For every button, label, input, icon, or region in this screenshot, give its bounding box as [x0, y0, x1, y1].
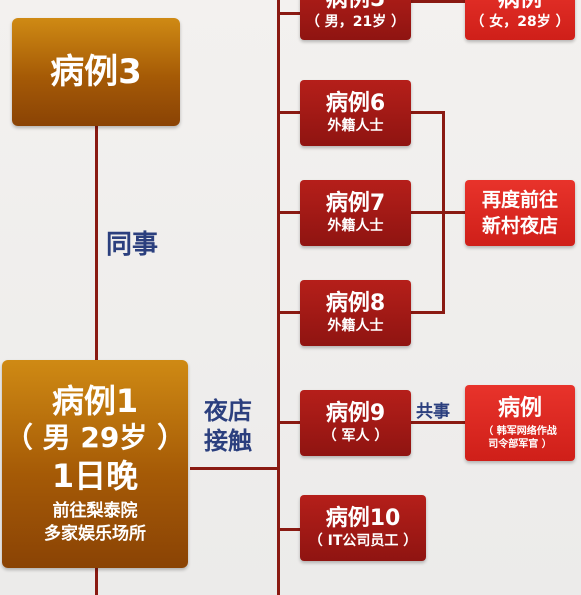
top-left-case-title: 病例5	[326, 0, 385, 13]
case8-info: 外籍人士	[327, 318, 384, 334]
revisit-line2: 新村夜店	[481, 215, 558, 237]
revisit-nightclub-box: 再度前往 新村夜店	[465, 180, 575, 246]
branch-case10	[277, 528, 301, 531]
top-left-case-info: （ 男，21岁 ）	[305, 14, 406, 30]
case7-revisit-connector	[410, 211, 466, 214]
case1-trunk-connector	[190, 467, 280, 470]
case10-box: 病例10 （ IT公司员工 ）	[300, 495, 426, 561]
case6-title: 病例6	[325, 91, 386, 116]
case10-title: 病例10	[325, 506, 401, 531]
top-right-case-box: 病例 （ 女，28岁 ）	[465, 0, 575, 40]
case8-bracket-horizontal	[410, 311, 445, 314]
case9-info: （ 军人 ）	[322, 428, 389, 444]
case1-box: 病例1 （ 男 29岁 ） 1日晚 前往梨泰院 多家娱乐场所	[2, 360, 188, 568]
case3-box: 病例3	[12, 18, 180, 126]
colleague-label: 同事	[106, 230, 159, 260]
case8-title: 病例8	[325, 291, 386, 316]
cowork-label: 共事	[416, 402, 450, 422]
case1-desc2: 多家娱乐场所	[44, 524, 146, 544]
case1-date: 1日晚	[51, 457, 139, 495]
case9-title: 病例9	[325, 401, 386, 426]
case6-info: 外籍人士	[327, 118, 384, 134]
officer-case-title: 病例	[497, 395, 542, 421]
case1-desc1: 前往梨泰院	[52, 501, 138, 521]
case7-box: 病例7 外籍人士	[300, 180, 411, 246]
case9-box: 病例9 （ 军人 ）	[300, 390, 411, 456]
revisit-line1: 再度前往	[481, 189, 558, 211]
case3-title: 病例3	[50, 52, 142, 92]
branch-case8	[277, 311, 301, 314]
officer-case-info2: 司令部军官 ）	[488, 438, 552, 450]
officer-case-info1: （ 韩军网络作战	[483, 425, 557, 437]
case7-title: 病例7	[325, 191, 386, 216]
case8-box: 病例8 外籍人士	[300, 280, 411, 346]
branch-case7	[277, 211, 301, 214]
case1-bottom-connector	[95, 565, 98, 595]
case7-info: 外籍人士	[327, 218, 384, 234]
case9-officer-connector	[410, 421, 466, 424]
top-left-case-box: 病例5 （ 男，21岁 ）	[300, 0, 411, 40]
branch-case6	[277, 111, 301, 114]
nightclub-contact-line2: 接触	[204, 427, 252, 455]
case1-info: （ 男 29岁 ）	[4, 421, 186, 454]
case10-info: （ IT公司员工 ）	[308, 533, 418, 549]
main-trunk-line	[277, 0, 280, 595]
case3-case1-connector	[95, 120, 98, 365]
top-right-case-title: 病例	[498, 0, 542, 13]
case6-box: 病例6 外籍人士	[300, 80, 411, 146]
top-pair-connector	[410, 0, 466, 3]
top-right-case-info: （ 女，28岁 ）	[470, 14, 570, 30]
branch-case9	[277, 421, 301, 424]
branch-top	[277, 12, 301, 15]
case6-bracket-horizontal	[410, 111, 445, 114]
case1-title: 病例1	[51, 382, 139, 420]
officer-case-box: 病例 （ 韩军网络作战 司令部军官 ）	[465, 385, 575, 461]
nightclub-contact-label: 夜店 接触	[204, 396, 252, 456]
nightclub-contact-line1: 夜店	[204, 397, 252, 425]
